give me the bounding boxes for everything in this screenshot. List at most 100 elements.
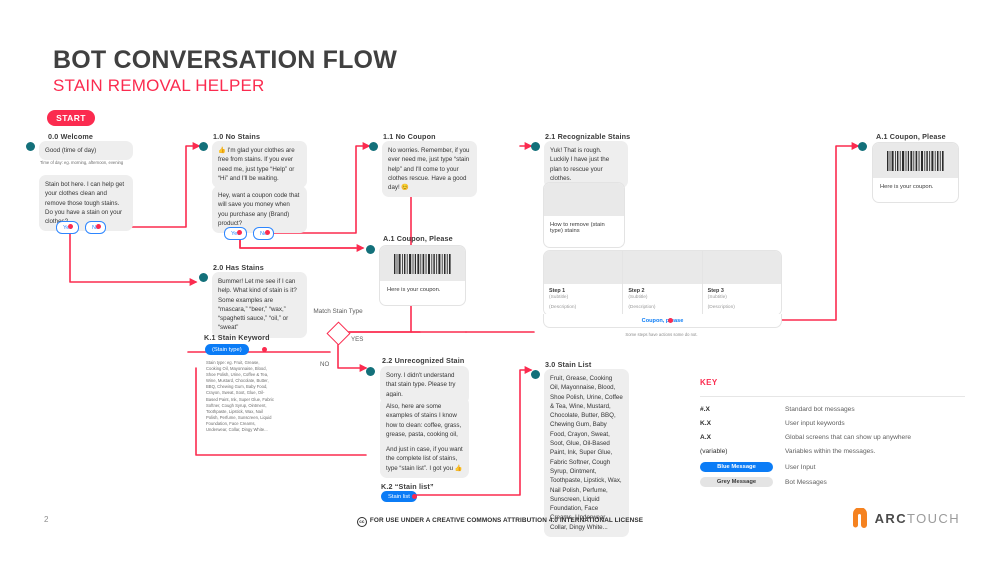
key-definition: User Input: [785, 463, 816, 471]
step-title: Step 1: [549, 287, 566, 294]
no-stains-no-connector-dot: [265, 230, 270, 235]
key-definition: Variables within the messages.: [785, 448, 876, 455]
barcode-area: [873, 143, 958, 178]
coupon-card-mid: Here is your coupon.: [379, 245, 466, 306]
key-chip-bot-message: Grey Message: [700, 477, 773, 487]
bubble-unrecognized-3: And just in case, if you want the comple…: [380, 440, 469, 478]
coupon-please-connector-dot: [668, 318, 673, 323]
creative-commons-icon: cc: [356, 517, 367, 527]
arctouch-mark-icon: [852, 508, 867, 528]
node-title-coupon-mid: A.1 Coupon, Please: [383, 234, 453, 243]
step-subtitle: (Subtitle): [628, 295, 648, 300]
decision-diamond-match-stain-type: [326, 321, 351, 346]
step-meta: Step 1 (Subtitle) (Description): [544, 283, 623, 315]
stain-keyword-connector-dot: [262, 347, 267, 352]
decision-yes-label: YES: [351, 336, 364, 343]
node-title-stain-list: 3.0 Stain List: [545, 360, 592, 369]
stain-list-connector-dot: [412, 494, 417, 499]
step-image: [544, 251, 623, 284]
arctouch-logo: ARCTOUCH: [850, 508, 960, 528]
coupon-please-action[interactable]: Coupon, please: [543, 314, 782, 328]
key-term-slot: Grey Message: [700, 477, 785, 487]
bubble-recognizable-1: Yuk! That is rough. Luckily I have just …: [544, 141, 628, 189]
key-row: A.X Global screens that can show up anyw…: [700, 434, 911, 441]
page-subtitle: STAIN REMOVAL HELPER: [53, 76, 265, 95]
no-stains-yes-connector-dot: [237, 230, 242, 235]
decision-no-label: NO: [320, 361, 330, 368]
key-definition: Bot Messages: [785, 478, 827, 486]
brand-light: TOUCH: [907, 510, 960, 526]
no-stains-yes-button[interactable]: Yes: [224, 227, 248, 240]
node-anchor-dot: [366, 245, 375, 254]
bubble-has-stains-1: Bummer! Let me see if I can help. What k…: [212, 272, 307, 338]
step-description: (Description): [549, 305, 577, 310]
welcome-yes-connector-dot: [68, 224, 73, 229]
node-title-coupon-right: A.1 Coupon, Please: [876, 132, 946, 141]
node-title-stain-keyword: K.1 Stain Keyword: [204, 333, 270, 342]
key-row: K.X User input keywords: [700, 420, 845, 427]
page-title: BOT CONVERSATION FLOW: [53, 46, 397, 74]
key-row: Grey Message Bot Messages: [700, 477, 827, 487]
coupon-card-right: Here is your coupon.: [872, 142, 959, 203]
key-term-slot: Blue Message: [700, 462, 785, 472]
step-meta: Step 2 (Subtitle) (Description): [623, 283, 702, 315]
decision-label: Match Stain Type: [300, 307, 376, 316]
node-anchor-dot: [26, 142, 35, 151]
how-to-card-image: [544, 183, 624, 216]
stain-list-input-pill[interactable]: Stain list: [381, 491, 417, 502]
page-number: 2: [44, 515, 49, 524]
node-title-recognizable: 2.1 Recognizable Stains: [545, 132, 631, 141]
key-chip-user-input: Blue Message: [700, 462, 773, 472]
key-term: K.X: [700, 420, 711, 427]
caption-time-of-day: Time of day: eg. morning, afternoon, eve…: [40, 160, 124, 165]
node-title-no-stains: 1.0 No Stains: [213, 132, 261, 141]
node-anchor-dot: [199, 273, 208, 282]
key-divider: [700, 396, 965, 397]
step-subtitle: (Subtitle): [549, 295, 569, 300]
steps-carousel: Step 1 (Subtitle) (Description) Step 2 (…: [543, 250, 782, 316]
step-title: Step 2: [628, 287, 645, 294]
how-to-card-caption: How to remove (stain type) stains: [550, 222, 605, 234]
barcode-area: [380, 246, 465, 281]
step-card: Step 2 (Subtitle) (Description): [623, 251, 703, 315]
node-anchor-dot: [858, 142, 867, 151]
bubble-no-coupon-1: No worries. Remember, if you ever need m…: [382, 141, 477, 198]
start-button[interactable]: START: [47, 110, 95, 126]
bubble-stain-list: Fruit, Grease, Cooking Oil, Mayonnaise, …: [544, 369, 629, 538]
step-subtitle: (Subtitle): [707, 295, 727, 300]
key-term: A.X: [700, 434, 711, 441]
no-stains-no-button[interactable]: No: [253, 227, 275, 240]
key-definition: Standard bot messages: [785, 406, 855, 413]
node-anchor-dot: [531, 142, 540, 151]
step-card: Step 1 (Subtitle) (Description): [544, 251, 624, 315]
coupon-text-mid: Here is your coupon.: [387, 287, 441, 293]
license-text: FOR USE UNDER A CREATIVE COMMONS ATTRIBU…: [369, 517, 644, 524]
bubble-no-stains-1: 👍 I'm glad your clothes are free from st…: [212, 141, 307, 189]
how-to-card: How to remove (stain type) stains: [543, 182, 625, 248]
node-anchor-dot: [531, 370, 540, 379]
decision-label-text: Match Stain Type: [313, 308, 363, 315]
coupon-text-right: Here is your coupon.: [880, 184, 934, 190]
step-description: (Description): [628, 305, 656, 310]
node-anchor-dot: [369, 142, 378, 151]
step-meta: Step 3 (Subtitle) (Description): [702, 283, 781, 315]
key-row: (variable) Variables within the messages…: [700, 448, 875, 455]
stain-type-input-pill[interactable]: (Stain type): [205, 344, 249, 355]
welcome-yes-button[interactable]: Yes: [56, 221, 80, 234]
node-title-stain-list-keyword: K.2 “Stain list”: [381, 482, 434, 491]
welcome-no-button[interactable]: No: [85, 221, 107, 234]
key-term: #.X: [700, 406, 710, 413]
key-row: Blue Message User Input: [700, 462, 815, 472]
arctouch-wordmark: ARCTOUCH: [875, 511, 960, 526]
node-title-has-stains: 2.0 Has Stains: [213, 263, 264, 272]
key-definition: Global screens that can show up anywhere: [785, 434, 912, 441]
step-description: (Description): [707, 305, 735, 310]
bubble-welcome-1: Good (time of day): [39, 141, 133, 161]
step-card: Step 3 (Subtitle) (Description): [702, 251, 781, 315]
step-title: Step 3: [707, 287, 724, 294]
brand-bold: ARC: [874, 510, 908, 526]
bubble-no-stains-2: Hey, want a coupon code that will save y…: [212, 186, 307, 234]
key-term: (variable): [700, 448, 728, 455]
